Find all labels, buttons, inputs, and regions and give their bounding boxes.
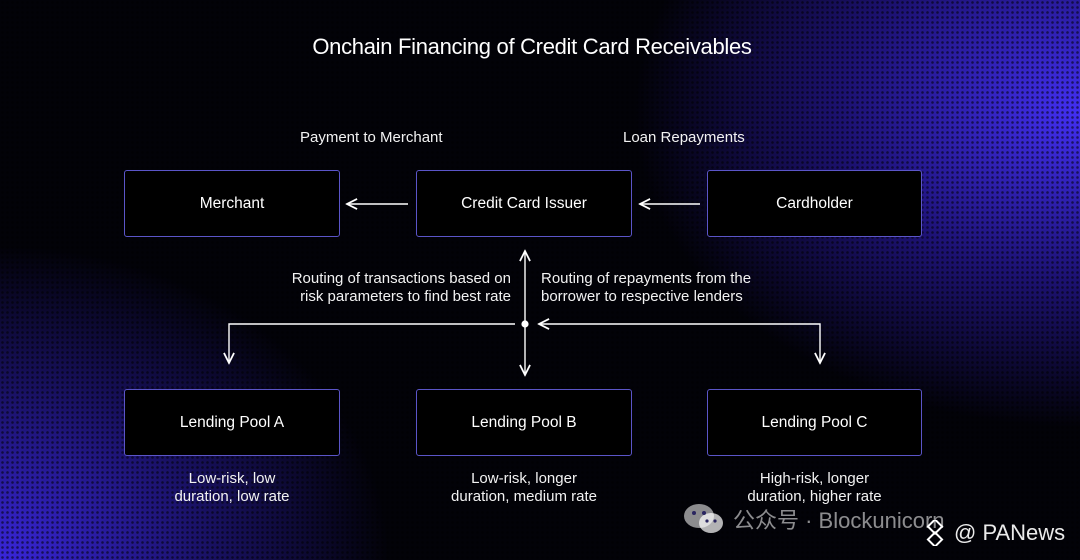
merchant-node: Merchant (124, 170, 340, 237)
pool-b-description-line1: Low-risk, longer (471, 470, 577, 487)
panews-logo-icon (926, 520, 944, 546)
lending-pool-a-node: Lending Pool A (124, 389, 340, 456)
routing-transactions-line1: Routing of transactions based on (291, 270, 511, 287)
diagram-title: Onchain Financing of Credit Card Receiva… (312, 34, 752, 59)
routing-hub-dot (521, 320, 529, 328)
loan-repayments-label: Loan Repayments (623, 129, 745, 146)
routing-repayments-line1: Routing of repayments from the (541, 270, 752, 287)
arrow-pool-c-to-hub (539, 324, 820, 363)
credit-card-issuer-node-label: Credit Card Issuer (461, 194, 587, 212)
arrow-hub-to-pool-a (229, 323, 515, 363)
lending-pool-b-label: Lending Pool B (471, 413, 577, 431)
wechat-watermark: 公众号 · Blockunicorn (683, 503, 945, 535)
wechat-icon (684, 504, 723, 533)
pool-c-description: High-risk, longer duration, higher rate (707, 470, 922, 506)
routing-repayments-label: Routing of repayments from the borrower … (541, 270, 751, 306)
wechat-watermark-text: 公众号 · Blockunicorn (733, 508, 945, 533)
cardholder-node-label: Cardholder (776, 194, 853, 212)
lending-pool-a-label: Lending Pool A (179, 413, 285, 431)
routing-repayments-line2: borrower to respective lenders (541, 288, 743, 305)
lending-pool-b-node: Lending Pool B (416, 389, 632, 456)
merchant-node-label: Merchant (199, 194, 265, 212)
panews-watermark: @ PANews (922, 520, 1065, 546)
lending-pool-c-label: Lending Pool C (761, 413, 868, 431)
pool-b-description: Low-risk, longer duration, medium rate (416, 470, 632, 506)
pool-b-description-line2: duration, medium rate (451, 488, 597, 505)
lending-pool-c-node: Lending Pool C (707, 389, 922, 456)
routing-transactions-label: Routing of transactions based on risk pa… (275, 270, 511, 306)
panews-watermark-text: @ PANews (954, 520, 1066, 545)
pool-c-description-line1: High-risk, longer (759, 470, 870, 487)
payment-to-merchant-label: Payment to Merchant (300, 129, 443, 146)
pool-a-description-line2: duration, low rate (174, 488, 290, 505)
credit-card-issuer-node: Credit Card Issuer (416, 170, 632, 237)
routing-transactions-line2: risk parameters to find best rate (300, 288, 511, 305)
pool-c-description-line2: duration, higher rate (747, 488, 882, 505)
pool-a-description: Low-risk, low duration, low rate (124, 470, 340, 506)
cardholder-node: Cardholder (707, 170, 922, 237)
pool-a-description-line1: Low-risk, low (188, 470, 276, 487)
